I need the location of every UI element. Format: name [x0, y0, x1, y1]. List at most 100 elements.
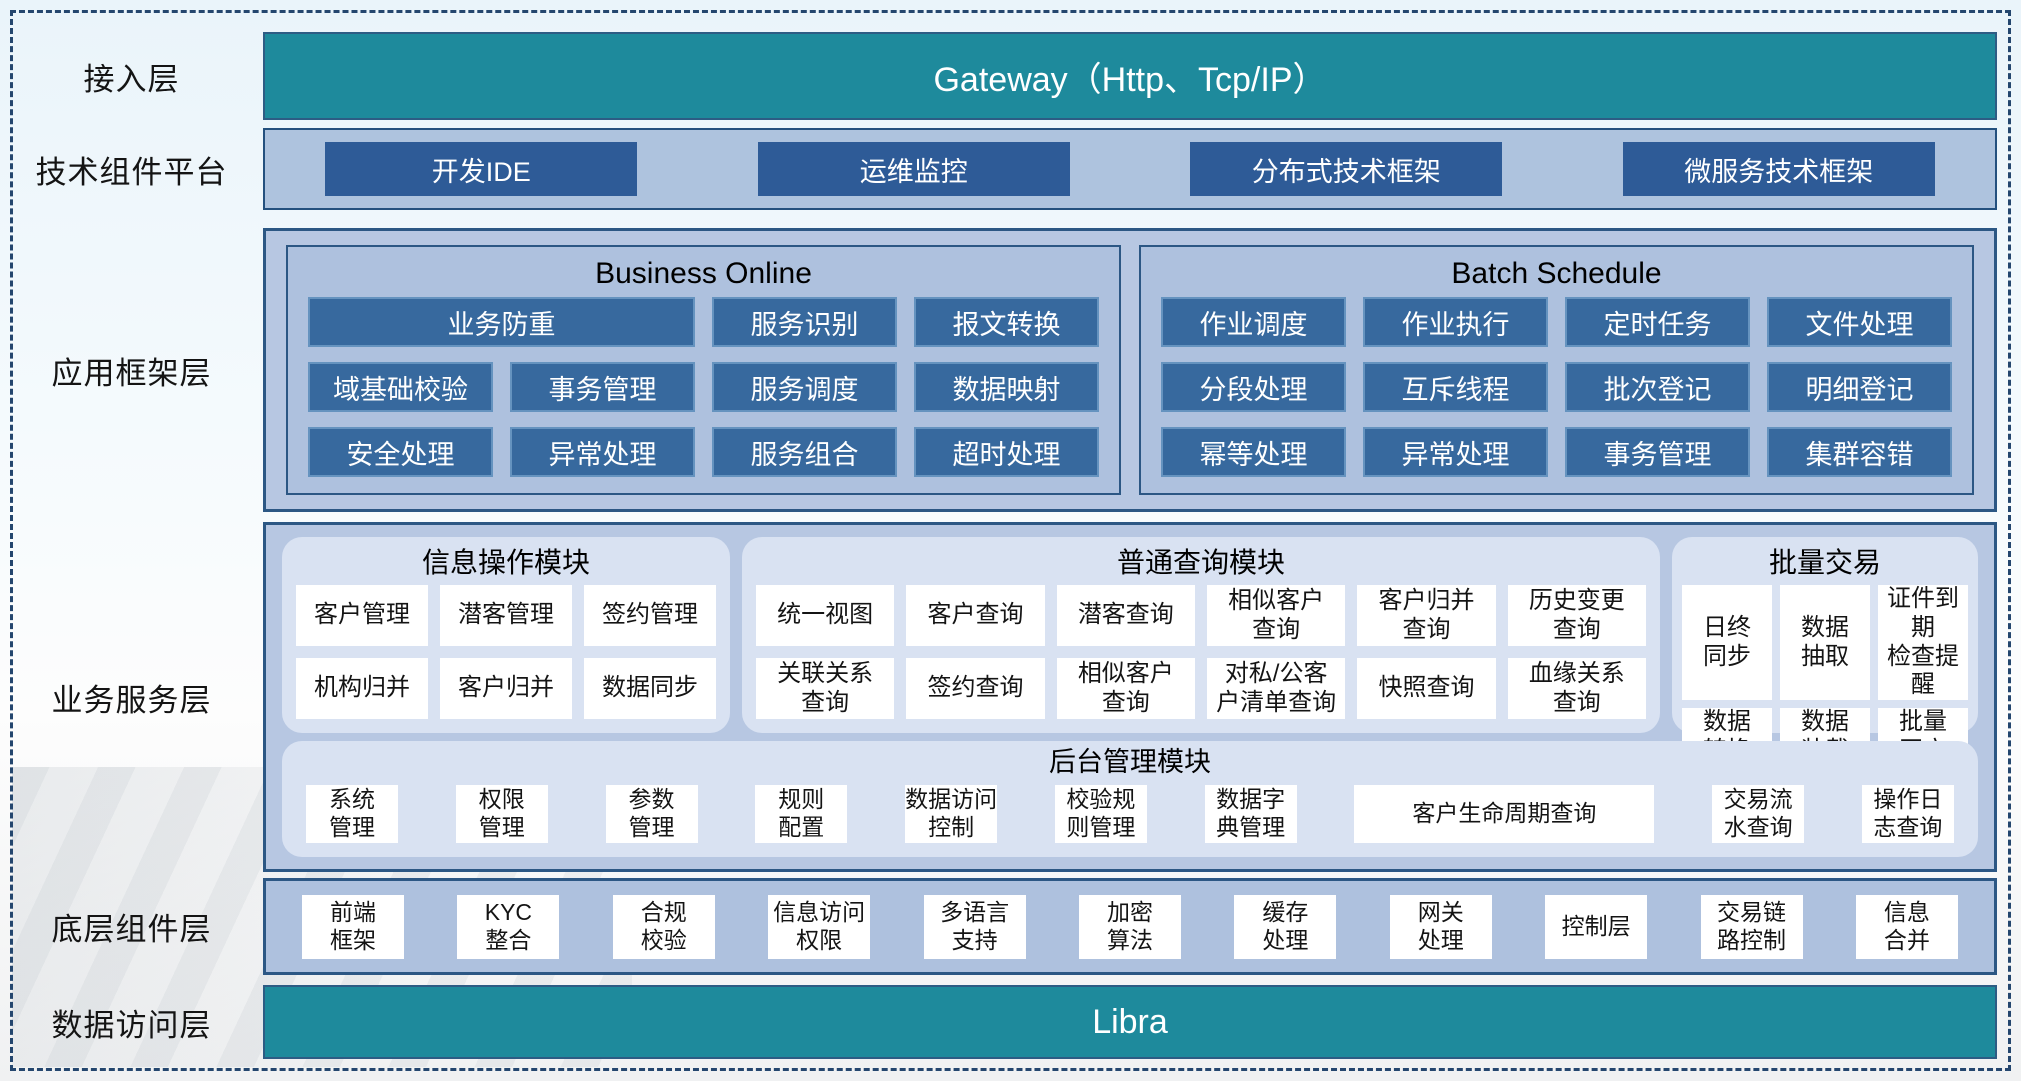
- admin-module-row: 系统 管理 权限 管理 参数 管理 规则 配置 数据访问 控制 校验规 则管理: [306, 781, 1954, 847]
- business-online-title: Business Online: [595, 257, 812, 290]
- common-query-grid: 统一视图 客户查询 潜客查询 相似客户 查询 客户归并 查询 历史变更 查询: [756, 585, 1646, 719]
- row-tech-platform: 技术组件平台 开发IDE 运维监控 分布式技术框架 微服务技术框架: [0, 128, 2021, 210]
- admin-module: 后台管理模块 系统 管理 权限 管理 参数 管理 规则 配置 数据访问 控制: [282, 741, 1978, 857]
- batch-schedule-item: 明细登记: [1767, 362, 1952, 412]
- business-online-item: 服务调度: [712, 362, 897, 412]
- common-query-title: 普通查询模块: [1116, 547, 1285, 578]
- layer-label-app-framework: 应用框架层: [51, 355, 212, 391]
- business-online-panel: Business Online 业务防重 服务识别 报文转换 域基础校验 事务管…: [286, 245, 1121, 495]
- admin-module-item: 操作日 志查询: [1861, 785, 1954, 843]
- common-query-module: 普通查询模块 统一视图 客户查询 潜客查询 相似客户 查询: [742, 537, 1660, 733]
- common-query-item: 相似客户 查询: [1056, 658, 1195, 719]
- admin-module-item: 权限 管理: [455, 785, 548, 843]
- business-online-item: 报文转换: [914, 297, 1099, 347]
- batch-trade-title: 批量交易: [1768, 547, 1881, 578]
- business-online-item: 业务防重: [308, 297, 695, 347]
- batch-schedule-item: 幂等处理: [1161, 427, 1346, 477]
- common-query-item: 关联关系 查询: [756, 658, 895, 719]
- admin-module-item: 校验规 则管理: [1054, 785, 1147, 843]
- row-business-service: 业务服务层 信息操作模块 客户管理 潜客管理 签约管理: [0, 522, 2021, 872]
- common-query-item: 签约查询: [906, 658, 1045, 719]
- common-query-item: 血缘关系 查询: [1507, 658, 1646, 719]
- business-online-item: 数据映射: [914, 362, 1099, 412]
- admin-module-item: 客户生命周期查询: [1354, 785, 1655, 843]
- batch-schedule-item: 作业调度: [1161, 297, 1346, 347]
- base-component-item: 交易链 路控制: [1700, 894, 1803, 959]
- info-operation-item: 机构归并: [296, 658, 428, 719]
- batch-schedule-panel: Batch Schedule 作业调度 作业执行 定时任务 文件处理 分段处理: [1139, 245, 1974, 495]
- layer-label-tech-platform: 技术组件平台: [35, 154, 228, 190]
- admin-module-item: 规则 配置: [755, 785, 848, 843]
- layer-label-base-components: 底层组件层: [51, 912, 212, 947]
- admin-module-item: 数据字 典管理: [1204, 785, 1297, 843]
- batch-schedule-item: 互斥线程: [1363, 362, 1548, 412]
- layer-label-business-service: 业务服务层: [51, 682, 212, 718]
- tech-platform-item: 微服务技术框架: [1622, 142, 1935, 196]
- base-component-item: 网关 处理: [1389, 894, 1492, 959]
- business-service-modules: 信息操作模块 客户管理 潜客管理 签约管理 机构归并: [282, 537, 1978, 766]
- admin-module-item: 参数 管理: [605, 785, 698, 843]
- tech-platform-panel: 开发IDE 运维监控 分布式技术框架 微服务技术框架: [263, 128, 1997, 210]
- info-operation-item: 潜客管理: [440, 585, 572, 646]
- admin-module-item: 系统 管理: [306, 785, 398, 843]
- business-service-panel: 信息操作模块 客户管理 潜客管理 签约管理 机构归并: [263, 522, 1997, 872]
- info-operation-module: 信息操作模块 客户管理 潜客管理 签约管理 机构归并: [282, 537, 730, 733]
- admin-module-item: 数据访问 控制: [905, 785, 998, 843]
- batch-schedule-title: Batch Schedule: [1451, 257, 1662, 290]
- business-online-item: 异常处理: [510, 427, 695, 477]
- tech-platform-item: 运维监控: [757, 142, 1070, 196]
- common-query-item: 统一视图: [756, 585, 895, 646]
- batch-trade-item: 日终 同步: [1682, 585, 1772, 701]
- base-component-item: 前端 框架: [302, 894, 404, 959]
- info-operation-item: 数据同步: [584, 658, 716, 719]
- business-online-item: 服务组合: [712, 427, 897, 477]
- admin-module-item: 交易流 水查询: [1712, 785, 1805, 843]
- business-online-item: 安全处理: [308, 427, 493, 477]
- batch-schedule-item: 事务管理: [1565, 427, 1750, 477]
- row-access-layer: 接入层 Gateway（Http、Tcp/IP）: [0, 32, 2021, 120]
- admin-module-title: 后台管理模块: [1049, 747, 1211, 777]
- common-query-item: 潜客查询: [1056, 585, 1195, 646]
- info-operation-grid: 客户管理 潜客管理 签约管理 机构归并 客户归并 数据同步: [296, 585, 716, 719]
- info-operation-item: 签约管理: [584, 585, 716, 646]
- tech-platform-item: 分布式技术框架: [1190, 142, 1503, 196]
- row-base-components: 底层组件层 前端 框架 KYC 整合 合规 校验 信息访问 权限 多语言 支持 …: [0, 878, 2021, 975]
- batch-schedule-item: 定时任务: [1565, 297, 1750, 347]
- base-component-item: 加密 算法: [1078, 894, 1181, 959]
- base-component-item: 信息访问 权限: [768, 894, 871, 959]
- row-app-framework: 应用框架层 Business Online 业务防重 服务识别 报文转换 域基础…: [0, 228, 2021, 512]
- business-online-item: 超时处理: [914, 427, 1099, 477]
- common-query-item: 历史变更 查询: [1507, 585, 1646, 646]
- batch-trade-item: 数据 抽取: [1780, 585, 1870, 701]
- base-component-item: KYC 整合: [457, 894, 560, 959]
- app-framework-panel: Business Online 业务防重 服务识别 报文转换 域基础校验 事务管…: [263, 228, 1997, 512]
- tech-platform-item: 开发IDE: [325, 142, 638, 196]
- batch-schedule-item: 集群容错: [1767, 427, 1952, 477]
- batch-trade-module: 批量交易 日终 同步 数据 抽取 证件到期 检查提醒 数据 转换: [1672, 537, 1978, 766]
- info-operation-title: 信息操作模块: [421, 547, 590, 578]
- business-online-item: 域基础校验: [308, 362, 493, 412]
- base-component-item: 控制层: [1545, 894, 1648, 959]
- business-online-item: 事务管理: [510, 362, 695, 412]
- batch-schedule-item: 异常处理: [1363, 427, 1548, 477]
- batch-schedule-item: 批次登记: [1565, 362, 1750, 412]
- common-query-item: 对私/公客 户清单查询: [1206, 658, 1346, 719]
- base-components-panel: 前端 框架 KYC 整合 合规 校验 信息访问 权限 多语言 支持 加密 算法 …: [263, 878, 1997, 975]
- common-query-item: 相似客户 查询: [1206, 585, 1346, 646]
- business-online-item: 服务识别: [712, 297, 897, 347]
- info-operation-item: 客户管理: [296, 585, 428, 646]
- batch-schedule-item: 分段处理: [1161, 362, 1346, 412]
- batch-trade-item: 证件到期 检查提醒: [1878, 585, 1968, 701]
- info-operation-item: 客户归并: [440, 658, 572, 719]
- batch-trade-grid: 日终 同步 数据 抽取 证件到期 检查提醒 数据 转换 数据 装载 批量 开户: [1682, 585, 1968, 766]
- common-query-item: 客户查询: [906, 585, 1045, 646]
- batch-schedule-item: 文件处理: [1767, 297, 1952, 347]
- batch-schedule-item: 作业执行: [1363, 297, 1548, 347]
- layer-label-access: 接入层: [83, 61, 180, 97]
- base-component-item: 合规 校验: [612, 894, 715, 959]
- business-online-grid: 业务防重 服务识别 报文转换 域基础校验 事务管理 服务调度 数据映射: [308, 297, 1099, 477]
- libra-bar: Libra: [263, 985, 1997, 1059]
- base-component-item: 信息 合并: [1855, 894, 1958, 959]
